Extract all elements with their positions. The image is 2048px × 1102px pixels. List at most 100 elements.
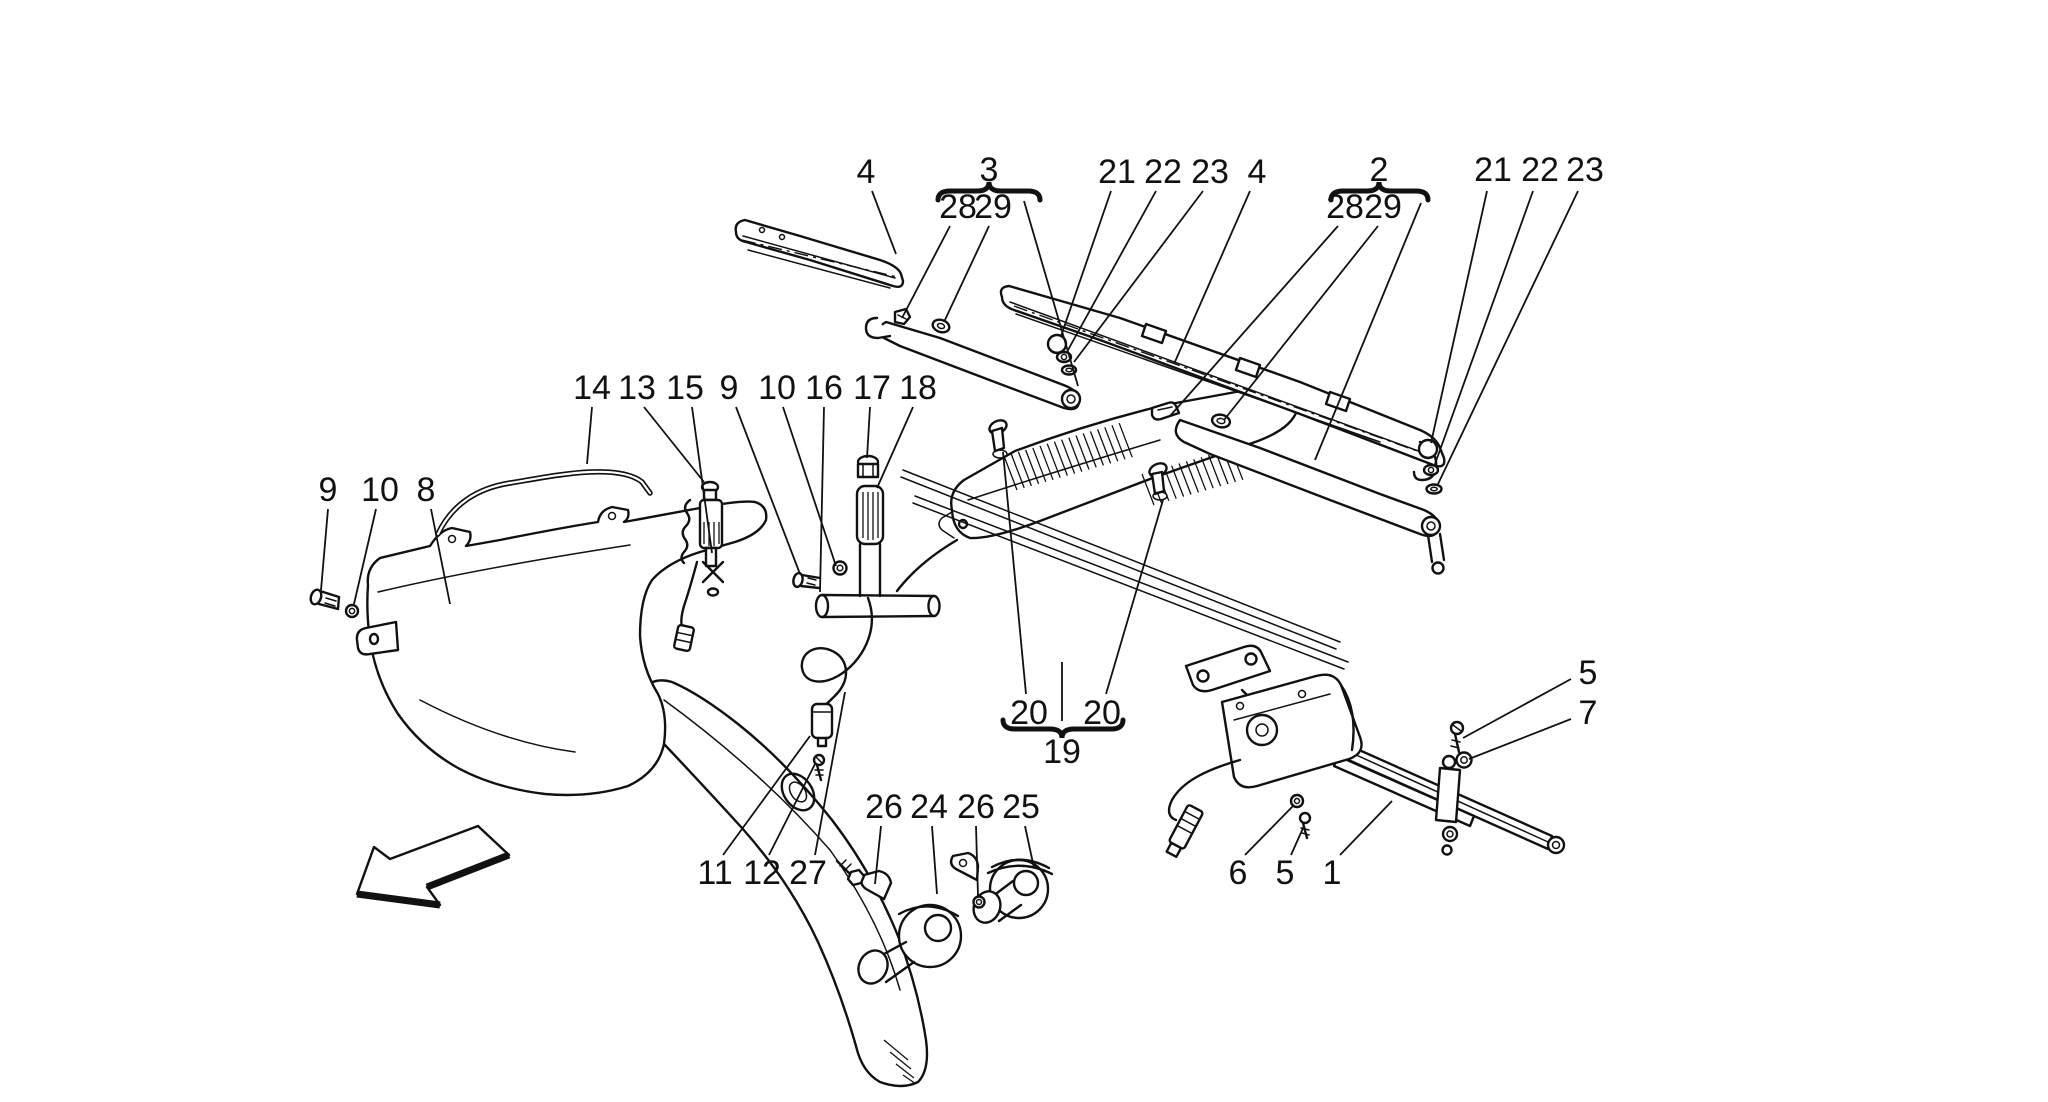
callout-c14: 14 — [573, 369, 611, 407]
leader-c29-left — [943, 225, 990, 323]
motor-washer — [1289, 793, 1305, 809]
horn-nut — [972, 895, 986, 909]
wiper-blade-left — [734, 218, 905, 289]
callout-c8: 8 — [417, 471, 436, 509]
leader-c16 — [819, 406, 825, 593]
brace-b19 — [1000, 717, 1126, 739]
callout-c15: 15 — [666, 369, 704, 407]
leader-c22-left — [1067, 190, 1157, 351]
callout-c20-right: 20 — [1083, 694, 1121, 732]
callout-c22-left: 22 — [1144, 153, 1182, 191]
leader-c12 — [768, 763, 816, 856]
callout-c13: 13 — [618, 369, 656, 407]
callout-c4-right: 4 — [1248, 153, 1267, 191]
pivot-cap-right — [1417, 438, 1439, 460]
wiper-motor — [1220, 673, 1363, 789]
leader-c21-left — [1060, 190, 1112, 337]
horn-bracket — [860, 869, 893, 901]
callout-c12: 12 — [743, 854, 781, 892]
leader-c5-top — [1462, 678, 1572, 739]
callout-c18: 18 — [899, 369, 937, 407]
leader-c21-right — [1430, 190, 1488, 444]
pivot-washer-right — [1425, 483, 1443, 495]
leader-c26-right — [975, 825, 979, 897]
pump-cable — [680, 560, 699, 628]
callout-c9-left: 9 — [319, 471, 338, 509]
motor-bracket — [1184, 644, 1272, 704]
callout-c21-left: 21 — [1098, 153, 1136, 191]
leader-c23-left — [1073, 190, 1204, 363]
tank-washer — [344, 603, 360, 619]
callout-c5-top: 5 — [1579, 654, 1598, 692]
leader-c10-left — [353, 508, 377, 605]
leader-c28-right — [1169, 225, 1339, 417]
callout-c3: 3 — [980, 151, 999, 189]
callout-c29-right: 29 — [1364, 188, 1402, 226]
horn-stud — [835, 859, 866, 887]
pivot-nut-right — [1422, 463, 1440, 477]
leader-c7 — [1468, 718, 1572, 760]
wiper-arm-right — [1174, 418, 1446, 575]
washer-jet-right — [1148, 462, 1168, 501]
filler-pipe — [814, 593, 941, 619]
corrugated-tube — [680, 498, 692, 565]
hose-loop — [800, 596, 873, 710]
callout-c27: 27 — [789, 854, 827, 892]
leader-c28-left — [901, 225, 951, 319]
callout-c20-left: 20 — [1010, 694, 1048, 732]
callout-c9-mid: 9 — [720, 369, 739, 407]
leader-c24 — [931, 825, 938, 895]
leader-c9-left — [320, 508, 329, 591]
washer-reservoir-tank — [366, 500, 768, 797]
tank-tab-hole — [607, 511, 617, 521]
pump-connector — [673, 623, 695, 653]
callout-c7: 7 — [1579, 694, 1598, 732]
linkage-pivot — [1434, 754, 1462, 856]
brace-b2 — [1328, 181, 1431, 203]
leader-c17 — [866, 406, 871, 459]
motor-cable — [1167, 758, 1242, 822]
callout-c16: 16 — [805, 369, 843, 407]
pivot-nut-left — [1055, 350, 1073, 364]
callout-c23-left: 23 — [1191, 153, 1229, 191]
washer-hose — [435, 469, 653, 537]
leader-c23-right — [1437, 190, 1579, 485]
leader-c14 — [586, 406, 593, 465]
brace-b3 — [935, 181, 1043, 203]
pivot-screw — [1449, 720, 1465, 754]
direction-arrow — [355, 824, 511, 909]
motor-screw — [1298, 811, 1312, 840]
leader-c4-right — [1173, 190, 1251, 365]
wiper-arm-left — [864, 316, 1082, 411]
tank-screw — [309, 588, 341, 611]
horn-left — [857, 869, 963, 985]
leader-c20-right — [1105, 499, 1164, 695]
callout-c22-right: 22 — [1521, 151, 1559, 189]
callout-c23-right: 23 — [1566, 151, 1604, 189]
leader-c27 — [814, 691, 846, 856]
leader-c25 — [1024, 825, 1035, 869]
leader-c8 — [430, 508, 451, 605]
leader-c5-bottom — [1290, 825, 1305, 856]
callout-c28-left: 28 — [939, 188, 977, 226]
pivot-washer — [1455, 751, 1473, 769]
callout-c11: 11 — [697, 854, 732, 892]
leader-c1 — [1339, 800, 1393, 856]
arm-clip-right — [1150, 401, 1181, 421]
pipe-washer — [832, 560, 848, 576]
callout-c6: 6 — [1229, 854, 1248, 892]
windshield-trim-strips — [900, 469, 1349, 670]
callout-c2: 2 — [1370, 151, 1389, 189]
callout-c10-mid: 10 — [758, 369, 796, 407]
horn-right — [949, 851, 1054, 924]
arm-grommet-left — [931, 318, 951, 334]
leader-c15 — [691, 406, 713, 554]
leader-c13 — [643, 406, 705, 483]
leader-c11 — [722, 735, 811, 856]
callout-c29-left: 29 — [974, 188, 1012, 226]
callout-c21-right: 21 — [1474, 151, 1512, 189]
cable-connector — [1165, 804, 1204, 859]
leader-c20-left — [1002, 451, 1027, 695]
